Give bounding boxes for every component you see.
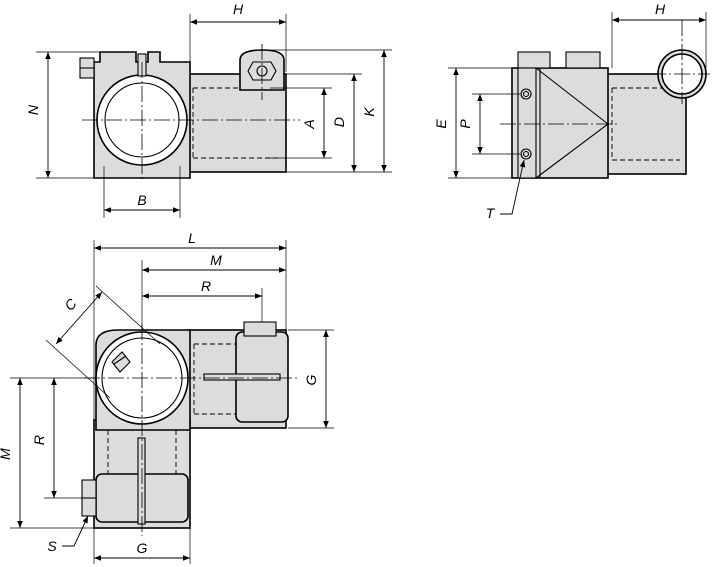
dim-label-h-side: H <box>655 1 666 17</box>
top-view: L M R C G M R S G <box>0 230 334 564</box>
dim-label-d: D <box>331 117 347 127</box>
dim-label-k: K <box>361 107 377 117</box>
dim-label-s: S <box>47 538 57 554</box>
dim-label-e: E <box>433 119 449 129</box>
dim-label-l: L <box>188 230 196 246</box>
side-tube-body <box>605 73 687 175</box>
dim-label-a: A <box>301 119 317 129</box>
dim-label-p: P <box>457 119 473 129</box>
dim-label-g-horizontal: G <box>137 540 148 556</box>
dim-label-b: B <box>137 192 146 208</box>
dim-label-c: C <box>61 295 80 314</box>
dim-label-t: T <box>486 205 496 221</box>
dim-label-m-horizontal: M <box>210 252 222 268</box>
side-view: H E P T <box>433 1 710 221</box>
small-nut <box>111 351 131 373</box>
dim-label-h-front: H <box>233 1 244 17</box>
dim-label-g-vertical: G <box>303 374 319 385</box>
dim-label-n: N <box>25 104 41 115</box>
dim-label-r-horizontal: R <box>201 278 211 294</box>
dim-label-m-vertical: M <box>0 448 13 460</box>
front-view: H N A D K B <box>25 1 392 218</box>
dim-label-r-vertical: R <box>31 435 47 445</box>
